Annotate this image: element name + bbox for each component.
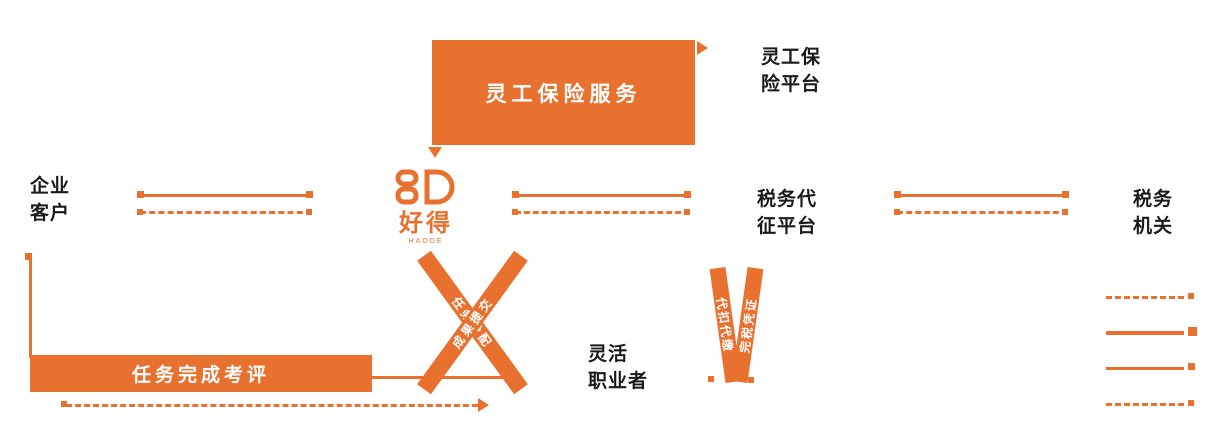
endpoint-square — [512, 380, 518, 386]
connector-enterprise-haode-top — [140, 194, 312, 197]
node-tax-agent-platform: 税务代征平台 — [757, 186, 817, 240]
endpoint-square — [61, 401, 67, 407]
connector-haode-taxagent-bottom — [515, 211, 690, 214]
endpoint-square — [1062, 209, 1068, 215]
arrow-to-insurance-icon — [697, 41, 708, 55]
logo-name: 好得 — [399, 210, 453, 237]
legend-line-1 — [1106, 296, 1184, 299]
node-insurance-line2: 险平台 — [761, 74, 822, 95]
band-tax-receipt: 完税凭证 — [731, 266, 764, 384]
endpoint-square — [306, 209, 312, 215]
endpoint-square — [684, 209, 690, 215]
node-enterprise-line1: 企业 — [30, 176, 71, 197]
node-tax-authority-line1: 税务 — [1133, 189, 1174, 210]
legend-square-4 — [1188, 400, 1194, 406]
endpoint-square — [428, 382, 434, 388]
endpoint-square — [424, 256, 430, 262]
node-worker-line1: 灵活 — [588, 344, 629, 365]
task-review-label: 任务完成考评 — [131, 365, 270, 386]
node-flexible-worker: 灵活职业者 — [588, 341, 648, 395]
band-tax-withhold-label: 代扣代缴 — [714, 296, 736, 354]
legend-square-1 — [1188, 293, 1194, 299]
endpoint-square — [748, 377, 754, 383]
connector-haode-taxagent-top — [515, 194, 690, 197]
endpoint-square — [137, 191, 144, 198]
endpoint-square — [306, 191, 313, 198]
endpoint-square — [512, 256, 518, 262]
node-tax-authority: 税务机关 — [1133, 186, 1173, 240]
connector-enterprise-haode-bottom — [140, 211, 312, 214]
banner-insurance-service: 灵工保险服务 — [432, 40, 695, 145]
node-enterprise: 企业客户 — [30, 173, 70, 227]
node-tax-authority-line2: 机关 — [1133, 216, 1174, 237]
node-enterprise-line2: 客户 — [30, 203, 71, 224]
banner-label: 灵工保险服务 — [485, 82, 642, 106]
endpoint-square — [509, 372, 516, 379]
endpoint-square — [25, 253, 32, 260]
node-worker-line2: 职业者 — [588, 371, 649, 392]
band-tax-receipt-label: 完税凭证 — [737, 296, 759, 354]
task-review-bar: 任务完成考评 — [30, 355, 372, 392]
endpoint-square — [894, 191, 901, 198]
haode-logo-icon — [395, 169, 455, 205]
legend-line-3 — [1106, 367, 1184, 370]
node-tax-agent-line1: 税务代 — [757, 189, 818, 210]
logo-subtext: HAODE — [408, 238, 444, 245]
endpoint-square — [137, 209, 143, 215]
endpoint-square — [708, 376, 714, 382]
connector-review-to-worker — [372, 376, 515, 379]
node-insurance-line1: 灵工保 — [761, 47, 822, 68]
legend-line-2 — [1106, 331, 1184, 335]
endpoint-square — [894, 209, 900, 215]
endpoint-square — [512, 209, 518, 215]
legend-square-3 — [1188, 363, 1195, 370]
feedback-arrow-icon — [478, 398, 489, 412]
legend-square-2 — [1188, 327, 1197, 336]
connector-taxagent-authority-bottom — [897, 211, 1068, 214]
haode-logo: 好得 HAODE — [384, 168, 468, 246]
legend-line-4 — [1106, 403, 1184, 406]
endpoint-square — [512, 191, 519, 198]
node-insurance-platform: 灵工保险平台 — [761, 44, 821, 98]
endpoint-square — [1062, 191, 1069, 198]
connector-taxagent-authority-top — [897, 194, 1068, 197]
endpoint-square — [684, 191, 691, 198]
connector-review-feedback — [66, 404, 478, 407]
node-tax-agent-line2: 征平台 — [757, 216, 818, 237]
connector-enterprise-review-vertical — [29, 258, 32, 358]
arrow-down-to-logo-icon — [428, 147, 442, 158]
